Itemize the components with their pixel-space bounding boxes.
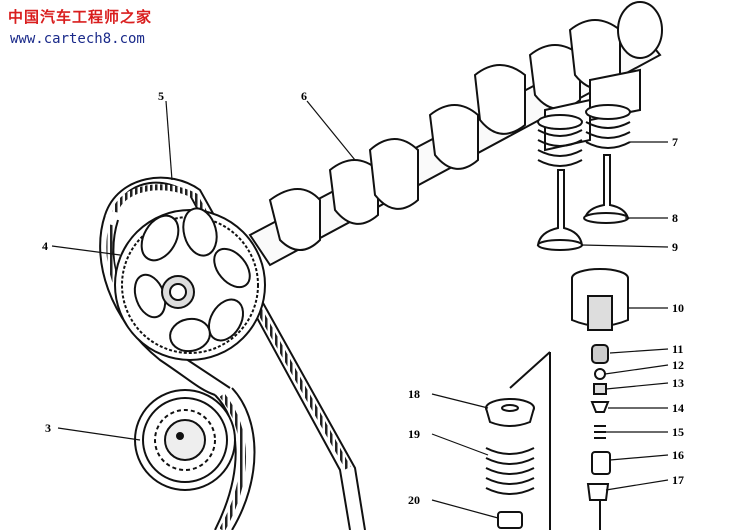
callout-10: 10 xyxy=(672,301,684,315)
callout-11: 11 xyxy=(672,342,683,356)
camshaft-sprocket xyxy=(114,207,266,361)
callout-4: 4 xyxy=(42,239,48,253)
tensioner-pulley xyxy=(134,389,236,491)
callout-3: 3 xyxy=(45,421,51,435)
callout-5: 5 xyxy=(158,89,164,103)
callout-20: 20 xyxy=(408,493,420,507)
callout-16: 16 xyxy=(672,448,684,462)
hydraulic-tappet xyxy=(571,268,629,331)
callout-leader-lines xyxy=(51,100,669,519)
lower-spring-parts xyxy=(485,351,551,530)
watermark-site-name: 中国汽车工程师之家 xyxy=(8,8,153,26)
valves xyxy=(536,154,630,251)
callout-6: 6 xyxy=(301,89,307,103)
callout-9: 9 xyxy=(672,240,678,254)
callout-8: 8 xyxy=(672,211,678,225)
callout-14: 14 xyxy=(672,401,684,415)
valve-spring-assemblies xyxy=(537,104,631,167)
callout-15: 15 xyxy=(672,425,684,439)
lifter-internal-parts xyxy=(586,344,611,530)
callout-7: 7 xyxy=(672,135,678,149)
callout-12: 12 xyxy=(672,358,684,372)
callout-17: 17 xyxy=(672,473,684,487)
camshaft xyxy=(248,1,663,267)
callout-19: 19 xyxy=(408,427,420,441)
callout-labels: 3 4 5 6 7 8 9 10 11 12 13 14 15 16 17 18… xyxy=(42,89,684,507)
callout-18: 18 xyxy=(408,387,420,401)
watermark-url: www.cartech8.com xyxy=(10,31,145,47)
callout-13: 13 xyxy=(672,376,684,390)
